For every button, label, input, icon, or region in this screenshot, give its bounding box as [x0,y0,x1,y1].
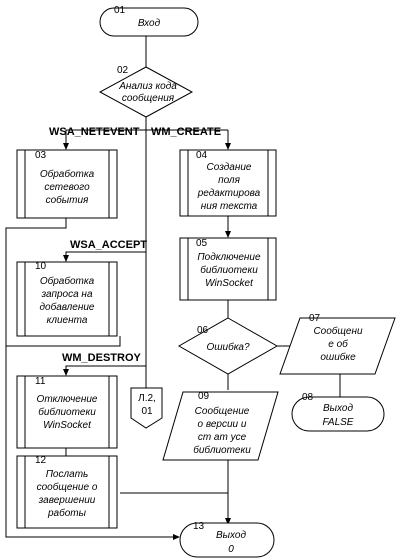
block-text: библиотеки [193,444,251,456]
label-wsa-netevent: WSA_NETEVENT [49,126,140,138]
block-text: запроса на [40,289,92,300]
block-text: Подключение [197,252,261,263]
block-number: 11 [35,376,46,387]
block-text: Обработка [40,168,95,180]
block-text: сетевого [44,182,90,193]
block-04-create-edit-field: 04 Создание поля редактирова ния текста [179,149,277,217]
block-number: 12 [35,455,47,466]
block-text: Выход [323,403,353,414]
label-wm-create: WM_CREATE [151,126,221,138]
block-text: клиента [47,315,88,326]
block-text: поля [218,175,240,186]
block-text: Отключение [37,394,98,405]
block-text: библиотеки [38,406,96,418]
arrowheads [63,143,231,540]
block-01-entry: 01 Вход [99,5,199,37]
block-text: ния текста [201,201,258,212]
block-10-add-client-request: 10 Обработка запроса на добавление клиен… [16,261,118,337]
block-number: 08 [302,392,314,403]
block-number: 07 [309,313,321,324]
block-text: сообщение о [37,481,98,493]
block-05-connect-winsocket: 05 Подключение библиотеки WinSocket [179,237,277,301]
block-08-exit-false: 08 Выход FALSE [291,392,385,432]
block-number: 04 [196,150,208,161]
block-03-network-event: 03 Обработка сетевого события [16,149,118,219]
block-text: Обработка [40,275,95,287]
block-text: Анализ кода [118,81,177,92]
block-text: редактирова [197,188,261,199]
block-text: WinSocket [205,278,254,289]
block-12-send-shutdown-message: 12 Послать сообщение о завершении работы [16,455,118,529]
block-text: Ошибка? [206,341,250,353]
offpage-connector: Л.2, 01 [130,387,163,429]
block-number: 03 [35,150,47,161]
label-wsa-accept: WSA_ACCEPT [70,239,147,251]
block-07-error-message: 07 Сообщени е об ошибке [279,313,396,375]
block-text: добавление [40,301,95,313]
block-text: сообщения [122,92,175,104]
block-text: Сообщени [313,325,363,337]
block-text: Сообщение [195,405,250,417]
block-number: 09 [198,391,210,402]
block-text: WinSocket [43,420,92,431]
block-number: 02 [117,65,129,76]
connector-text: Л.2, [138,393,156,404]
label-wm-destroy: WM_DESTROY [62,352,142,364]
block-text: Выход [216,530,246,541]
block-text: о версии и [198,419,247,430]
block-text: работы [47,507,87,519]
block-11-disconnect-winsocket: 11 Отключение библиотеки WinSocket [16,375,118,449]
connector-text: 01 [141,406,153,417]
block-number: 13 [193,521,205,532]
block-text: ошибке [320,351,356,363]
connector-lines [5,36,341,538]
block-text: завершении [38,495,96,506]
block-text: 0 [228,544,234,555]
block-text: библиотеки [200,264,258,276]
block-text: Вход [138,18,161,29]
block-number: 01 [114,5,126,16]
block-09-version-status-message: 09 Сообщение о версии и ст ат усе библио… [162,391,279,461]
block-text: Создание [207,162,252,173]
block-text: события [46,194,89,206]
block-number: 10 [35,261,47,272]
block-number: 06 [197,325,209,336]
block-text: ст ат усе [198,432,247,443]
block-text: е об [328,338,348,350]
branch-labels: WSA_NETEVENT WM_CREATE WSA_ACCEPT WM_DES… [49,126,221,364]
block-number: 05 [196,238,208,249]
block-text: FALSE [323,417,354,428]
block-06-error-check: 06 Ошибка? [177,317,279,375]
block-text: Послать [46,469,89,480]
block-02-message-analysis: 02 Анализ кода сообщения [98,65,194,118]
block-13-exit-zero: 13 Выход 0 [179,521,275,558]
